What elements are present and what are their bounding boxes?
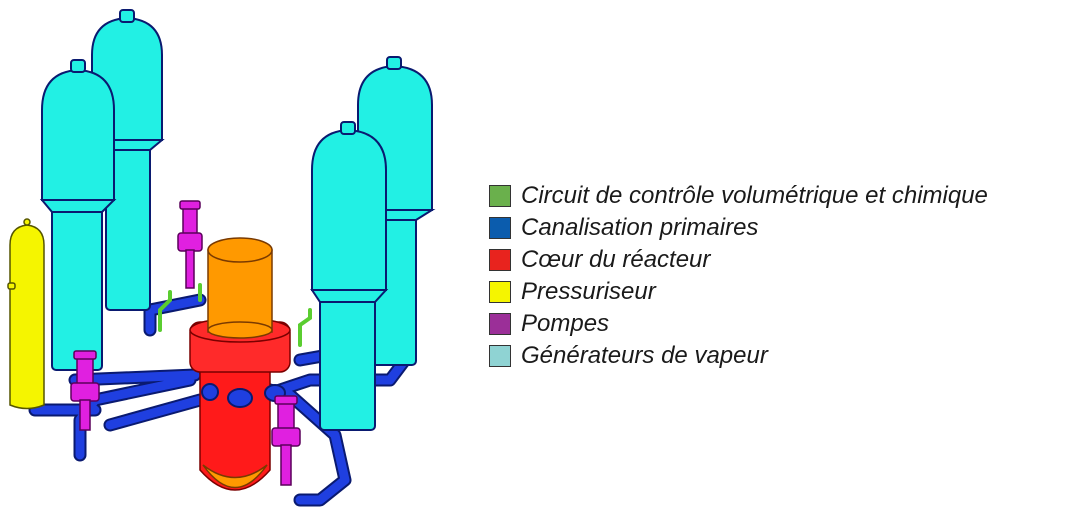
steam-generator-front-right [310, 121, 389, 431]
cvcs-line-right [298, 308, 312, 347]
reactor-vessel [189, 237, 291, 491]
primary-pumps [70, 200, 301, 486]
legend-item: Générateurs de vapeur [489, 340, 1085, 372]
cvcs-line-left [158, 290, 172, 332]
legend-label: Cœur du réacteur [521, 246, 711, 273]
legend-label: Pompes [521, 310, 610, 337]
legend-label: Générateurs de vapeur [521, 342, 768, 369]
cvcs-lines [158, 283, 312, 347]
pressurizer [7, 218, 45, 410]
legend-item: Canalisation primaires [489, 212, 1085, 244]
legend-item: Circuit de contrôle volumétrique et chim… [489, 180, 1085, 212]
legend-swatch [489, 185, 511, 207]
legend-label: Circuit de contrôle volumétrique et chim… [521, 182, 988, 209]
legend-label: Canalisation primaires [521, 214, 759, 241]
pump-front [271, 395, 301, 486]
legend-swatch [489, 281, 511, 303]
steam-generator-front-left [39, 59, 117, 371]
legend-swatch [489, 249, 511, 271]
legend: Circuit de contrôle volumétrique et chim… [489, 180, 1085, 372]
legend-swatch [489, 313, 511, 335]
pump-left [70, 350, 100, 431]
legend-swatch [489, 345, 511, 367]
legend-label: Pressuriseur [521, 278, 656, 305]
legend-item: Pompes [489, 308, 1085, 340]
steam-generators [39, 9, 436, 431]
pump-top [177, 200, 203, 289]
legend-item: Cœur du réacteur [489, 244, 1085, 276]
legend-item: Pressuriseur [489, 276, 1085, 308]
legend-swatch [489, 217, 511, 239]
